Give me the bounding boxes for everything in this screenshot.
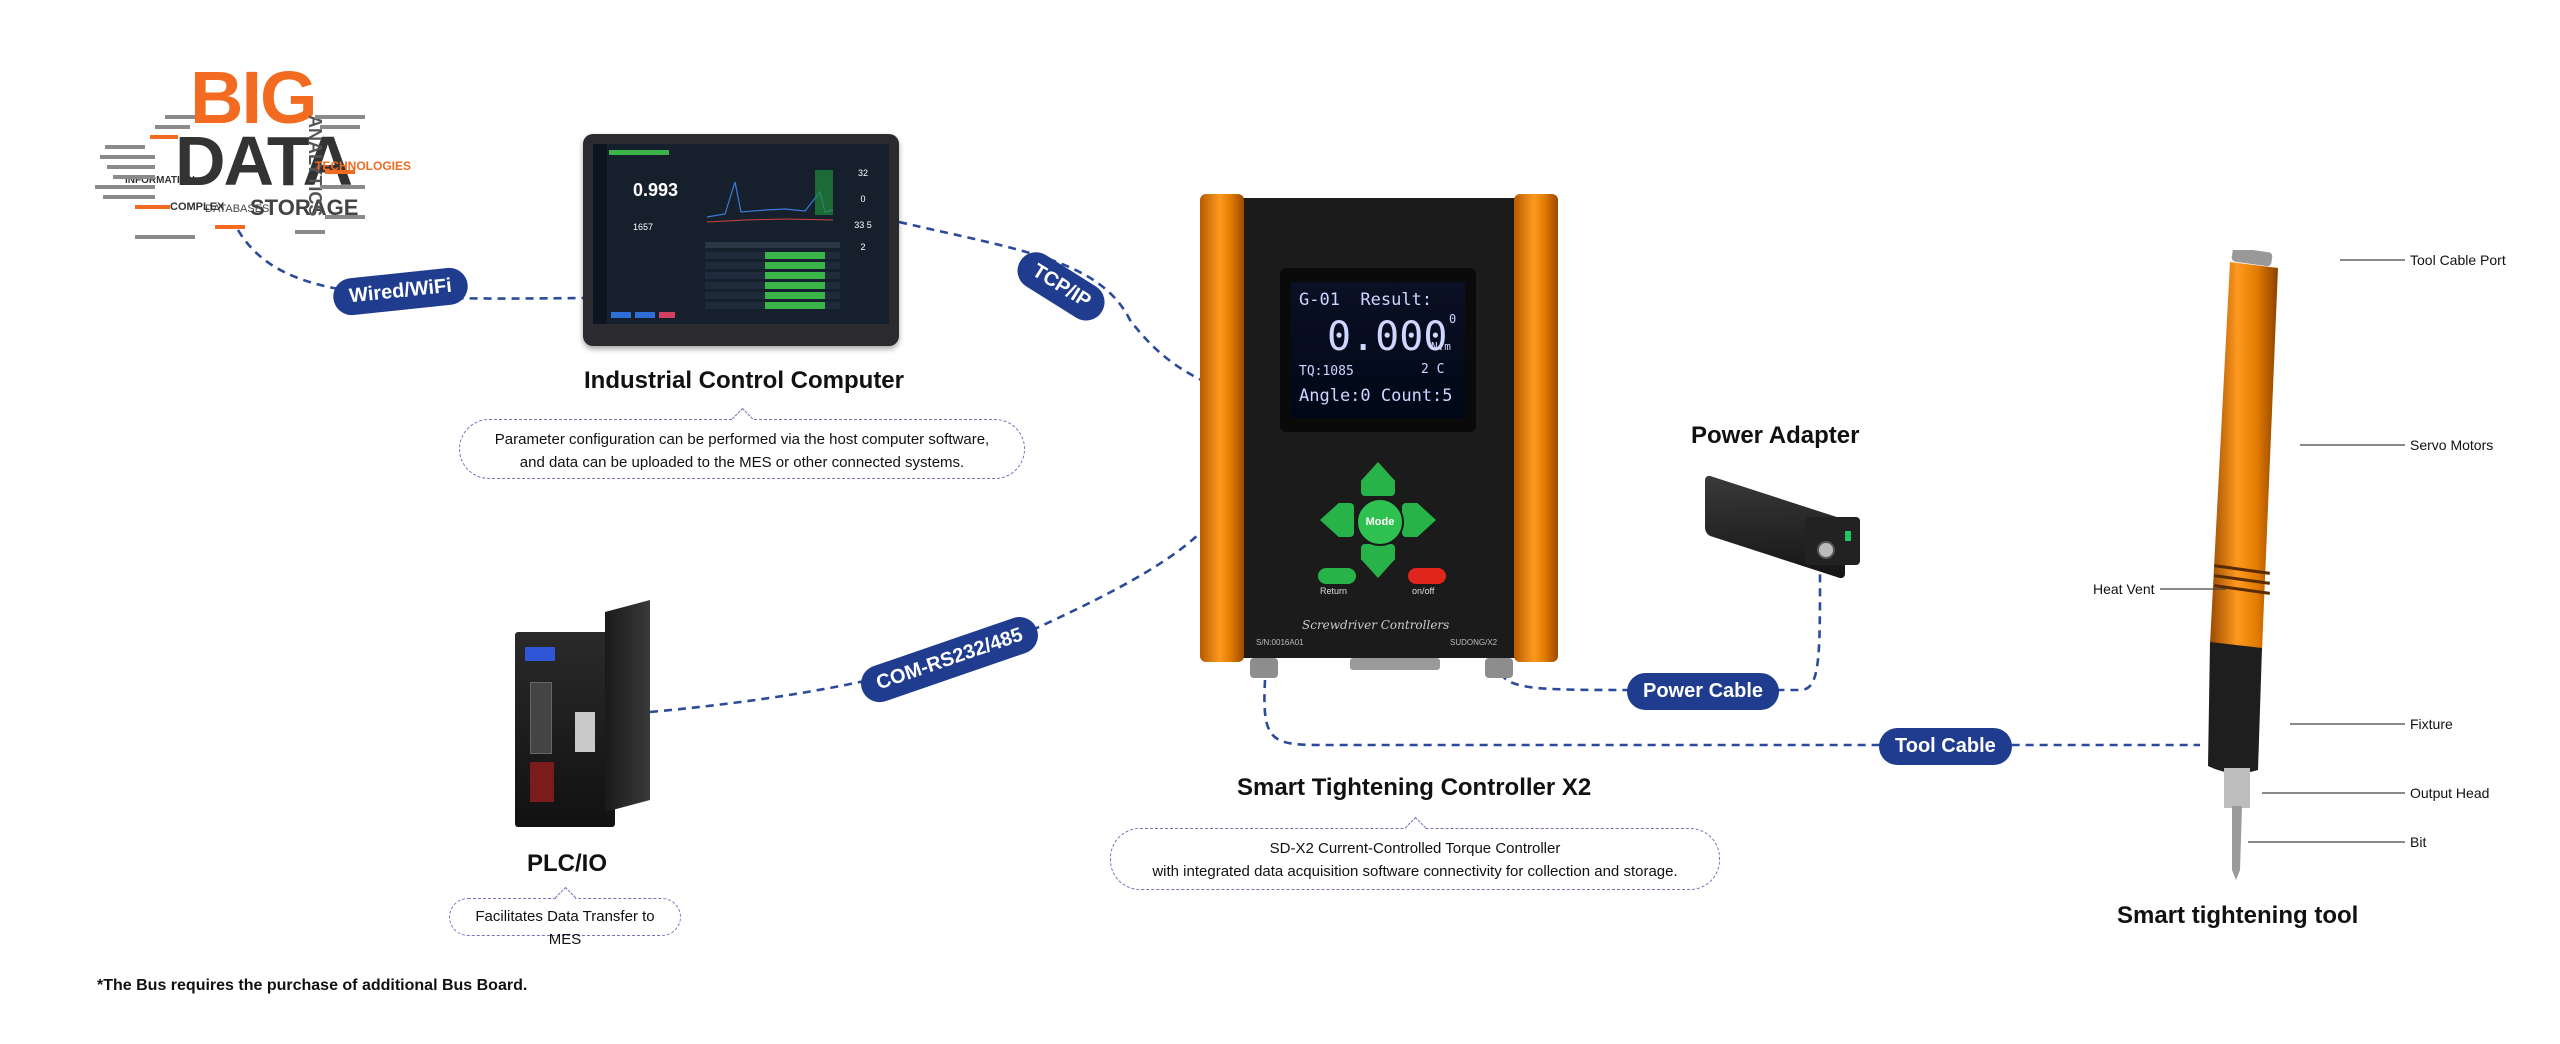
controller-note-line-2: with integrated data acquisition softwar… — [1152, 863, 1678, 880]
lcd-line-3b: 2 C — [1421, 362, 1445, 377]
callout-fixture: Fixture — [2410, 716, 2453, 732]
plc-note-line-1: Facilitates Data Transfer to MES — [475, 908, 655, 948]
screen-stat-1: 32 — [857, 168, 868, 178]
controller-left-rail — [1200, 194, 1244, 662]
bigdata-wordcloud: BIG DATA STORAGE ANALYTICS TECHNOLOGIES … — [95, 55, 411, 245]
monitor-screen: 0.993 1657 32 0 33 5 2 — [593, 144, 889, 324]
bigdata-databases-text: DATABASES — [205, 203, 270, 215]
wire-computer-controller — [898, 220, 1213, 387]
screen-trend-chart — [705, 162, 835, 232]
controller-lcd-frame: G-01 Result: 0 0.000 N.m TQ:1085 2 C Ang… — [1280, 268, 1476, 432]
screen-small-value: 1657 — [633, 222, 654, 232]
callout-heat-vent: Heat Vent — [2093, 581, 2155, 597]
computer-title: Industrial Control Computer — [584, 367, 904, 394]
lcd-zero-mark: 0 — [1449, 312, 1457, 326]
bigdata-big-text: BIG — [190, 56, 318, 139]
controller-note-line-1: SD-X2 Current-Controlled Torque Controll… — [1269, 840, 1561, 857]
controller-lcd: G-01 Result: 0 0.000 N.m TQ:1085 2 C Ang… — [1291, 282, 1465, 418]
screen-torque-value: 0.993 — [633, 180, 679, 200]
screen-right-stats: 32 0 33 5 2 — [843, 160, 883, 290]
footnote: *The Bus requires the purchase of additi… — [97, 977, 528, 994]
power-adapter-title: Power Adapter — [1691, 422, 1860, 449]
controller-model-label: SUDONG/X2 — [1450, 638, 1498, 647]
smart-tightening-controller: G-01 Result: 0 0.000 N.m TQ:1085 2 C Ang… — [1200, 194, 1558, 662]
onoff-label: on/off — [1412, 586, 1435, 596]
controller-right-rail — [1514, 194, 1558, 662]
computer-note: Parameter configuration can be performed… — [459, 419, 1025, 479]
lcd-torque-value: 0.000 — [1327, 314, 1448, 360]
wire-tool — [1263, 679, 2200, 747]
bigdata-technologies-text: TECHNOLOGIES — [315, 159, 412, 173]
controller-dpad: Mode — [1318, 460, 1438, 580]
power-cable-label: Power Cable — [1627, 673, 1780, 710]
callout-output-head: Output Head — [2410, 785, 2490, 801]
lcd-line-1: G-01 Result: — [1299, 290, 1433, 310]
bigdata-complex-text: COMPLEX — [170, 201, 225, 213]
onoff-button[interactable] — [1408, 568, 1446, 584]
bigdata-information-text: INFORMATION — [125, 175, 195, 186]
controller-db-connector — [1350, 658, 1440, 670]
bigdata-filler-words — [95, 115, 365, 239]
tool-cable-label: Tool Cable — [1879, 728, 2012, 765]
controller-note: SD-X2 Current-Controlled Torque Controll… — [1110, 828, 1720, 890]
callout-tool-cable-port: Tool Cable Port — [2410, 252, 2506, 268]
tool-title: Smart tightening tool — [2117, 902, 2359, 929]
screen-stat-2: 0 — [860, 194, 866, 204]
mode-button[interactable]: Mode — [1356, 498, 1404, 546]
industrial-computer-monitor: 0.993 1657 32 0 33 5 2 — [583, 134, 899, 346]
power-adapter-image — [1705, 467, 1863, 580]
return-button[interactable] — [1318, 568, 1356, 584]
mode-button-label: Mode — [1365, 516, 1395, 528]
controller-left-connector — [1250, 658, 1278, 678]
controller-right-connector — [1485, 658, 1513, 678]
plc-note: Facilitates Data Transfer to MES — [449, 898, 681, 948]
screen-data-table — [705, 242, 840, 309]
screen-stat-4: 2 — [860, 242, 866, 252]
callout-servo-motors: Servo Motors — [2410, 437, 2494, 453]
lcd-line-3: TQ:1085 — [1299, 364, 1354, 379]
callout-bit: Bit — [2410, 834, 2427, 850]
plc-title: PLC/IO — [527, 850, 608, 877]
power-port-icon — [1817, 541, 1835, 559]
computer-note-line-1: Parameter configuration can be performed… — [494, 431, 990, 448]
controller-title: Smart Tightening Controller X2 — [1237, 774, 1592, 801]
lcd-unit: N.m — [1431, 340, 1451, 353]
controller-serial-label: S/N:0016A01 — [1256, 638, 1304, 647]
return-label: Return — [1320, 586, 1348, 596]
smart-tightening-tool-image — [2208, 250, 2278, 880]
screen-stat-3: 33 5 — [854, 220, 872, 230]
computer-note-line-2: and data can be uploaded to the MES or o… — [519, 454, 965, 471]
lcd-line-4: Angle:0 Count:5 — [1299, 386, 1453, 406]
plc-io-device — [515, 599, 650, 827]
controller-brand-label: Screwdriver Controllers — [1302, 618, 1450, 632]
